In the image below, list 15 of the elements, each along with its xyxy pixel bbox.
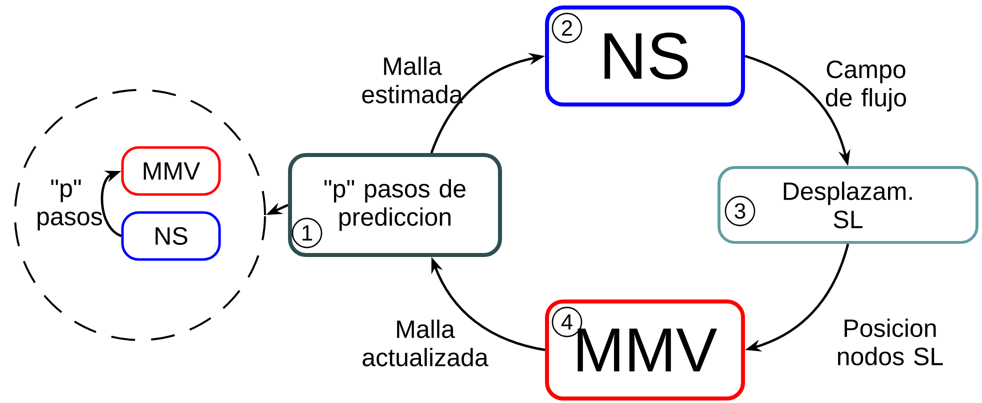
edge-label: "p" pasos (38, 180, 102, 230)
step-number: 1 (292, 218, 322, 248)
process-box: 3 Desplazam. SL (718, 166, 978, 244)
process-box: 2 NS (545, 5, 745, 107)
edge-label: Campo de flujo (826, 60, 906, 112)
arrow (100, 170, 122, 238)
step-number: 2 (552, 12, 582, 44)
dashed-circle (14, 89, 266, 341)
edge-label: Posicion nodos SL (838, 318, 943, 366)
step-number: 3 (724, 196, 756, 226)
edge-label: Malla estimada (362, 56, 463, 104)
process-box: NS (121, 211, 221, 261)
process-box: MMV (121, 146, 221, 196)
process-box: 1 "p" pasos de prediccion (288, 153, 502, 257)
edge-label: Malla actualizada (362, 320, 488, 366)
